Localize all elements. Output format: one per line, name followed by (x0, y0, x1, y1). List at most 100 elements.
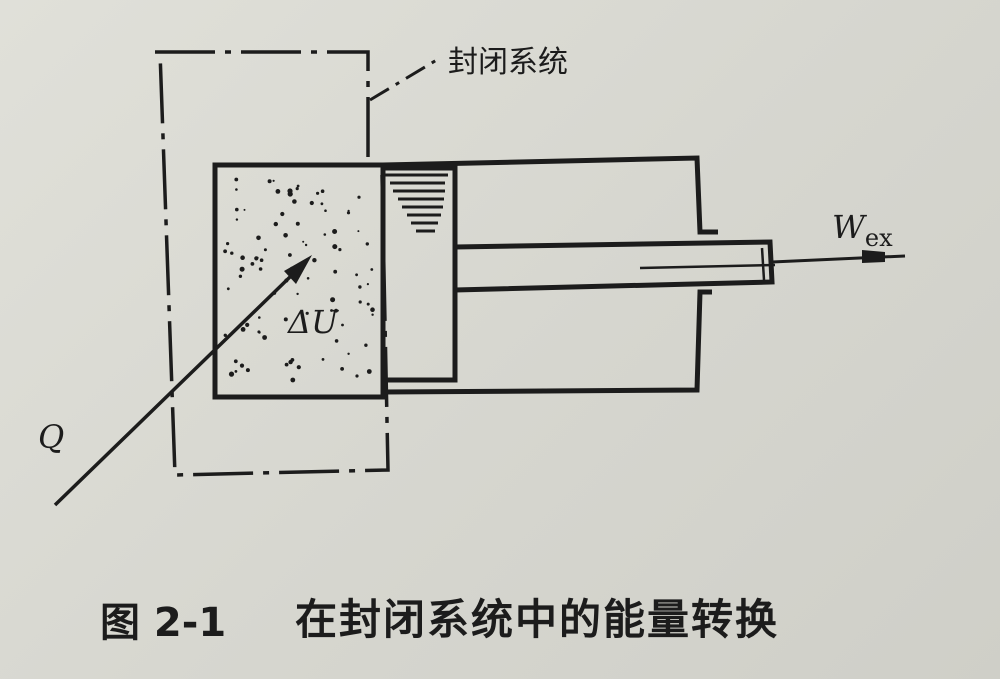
gas-particle (228, 371, 235, 377)
work-label: Wex (832, 208, 893, 252)
gas-particle (366, 283, 369, 286)
gas-particle (288, 253, 292, 257)
gas-particle (306, 277, 310, 280)
gas-particle (234, 177, 239, 182)
gas-particle (295, 221, 300, 226)
gas-particle (290, 377, 296, 383)
gas-particle (245, 368, 250, 373)
gas-particle (357, 230, 360, 233)
heat-label: Q (38, 418, 64, 456)
gas-particle (366, 302, 370, 306)
gas-particle (238, 274, 243, 278)
piston-rod (454, 239, 775, 293)
gas-particle (258, 267, 263, 271)
gas-particles (223, 177, 375, 383)
cylinder-wall (382, 155, 718, 395)
gas-particle (366, 369, 372, 374)
gas-particle (257, 330, 261, 334)
gas-particle (256, 256, 259, 259)
work-label-main: W (832, 208, 868, 246)
gas-particle (330, 297, 336, 303)
gas-particle (292, 199, 297, 204)
gas-particle (334, 308, 338, 313)
gas-particle (357, 195, 361, 199)
gas-particle (370, 307, 375, 313)
boundary-leader-line (369, 56, 441, 102)
gas-particle (250, 262, 255, 266)
gas-particle (320, 189, 325, 193)
closed-system-label: 封闭系统 (448, 45, 568, 80)
gas-particle (305, 311, 309, 315)
gas-particle (332, 244, 338, 250)
gas-particle (309, 200, 314, 206)
gas-particle (347, 352, 350, 355)
piston-hatching (385, 173, 448, 233)
work-arrow-line (771, 254, 906, 264)
gas-particle (333, 269, 338, 274)
gas-particle (235, 218, 239, 221)
gas-particle (230, 251, 234, 255)
gas-particle (346, 211, 351, 215)
gas-particle (296, 184, 300, 188)
gas-particle (324, 209, 327, 212)
gas-particle (287, 188, 293, 194)
gas-particle (334, 339, 339, 343)
gas-particle (233, 359, 238, 364)
gas-particle (340, 367, 344, 371)
work-arrow-head (862, 250, 885, 263)
gas-particle (273, 221, 278, 227)
gas-particle (267, 179, 272, 184)
gas-particle (235, 207, 239, 212)
gas-particle (296, 365, 301, 370)
gas-particle (365, 242, 369, 246)
gas-particle (239, 363, 245, 368)
gas-particle (330, 309, 333, 312)
gas-particle (240, 255, 245, 260)
gas-particle (295, 187, 299, 191)
gas-particle (283, 317, 288, 322)
gas-particle (235, 188, 238, 191)
gas-particle (258, 316, 261, 319)
gas-particle (243, 208, 246, 211)
gas-particle (226, 242, 230, 246)
gas-particle (355, 374, 359, 378)
gas-particle (302, 240, 305, 243)
work-label-subscript: ex (865, 224, 893, 252)
gas-particle (316, 191, 320, 195)
gas-particle (223, 333, 227, 337)
gas-particle (370, 268, 374, 271)
gas-particle (262, 335, 267, 340)
gas-particle (275, 189, 281, 194)
gas-particle (371, 313, 374, 316)
gas-chamber (212, 162, 386, 400)
gas-particle (304, 243, 308, 247)
gas-particle (283, 233, 288, 238)
heat-line (53, 273, 294, 507)
rod-center-line (639, 263, 776, 270)
gas-particle (240, 327, 246, 332)
gas-particle (320, 202, 324, 206)
system-boundary (155, 50, 390, 477)
gas-particle (296, 292, 299, 296)
gas-particle (245, 322, 250, 327)
gas-particle (358, 285, 362, 289)
gas-particle (263, 248, 267, 252)
gas-particle (332, 229, 338, 234)
figure-number: 图 2-1 (100, 600, 226, 646)
gas-particle (226, 287, 230, 291)
gas-particle (341, 323, 344, 327)
gas-particle (321, 358, 325, 361)
gas-particle (288, 359, 293, 365)
gas-particle (256, 235, 261, 241)
gas-particle (234, 370, 238, 373)
gas-particle (239, 266, 245, 272)
figure-caption: 在封闭系统中的能量转换 (295, 595, 779, 644)
gas-particle (355, 273, 358, 277)
gas-particle (272, 179, 275, 182)
gas-particle (284, 362, 289, 367)
gas-particle (312, 258, 317, 263)
rod-end-cap (760, 247, 766, 281)
gas-particle (280, 211, 285, 217)
